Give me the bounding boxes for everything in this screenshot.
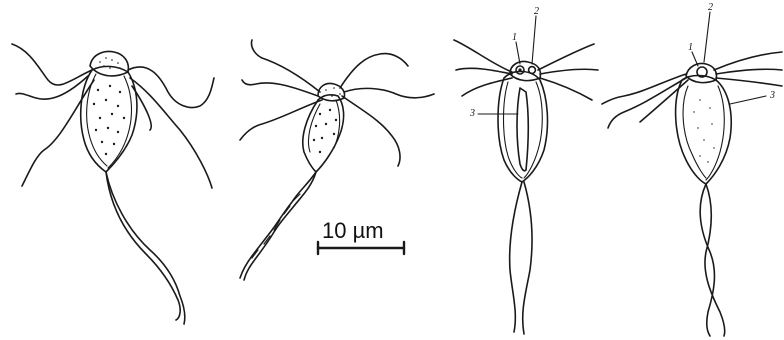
left-drawings: 10 µm	[0, 0, 448, 340]
scale-bar-label: 10 µm	[322, 218, 384, 243]
label-d-1: 1	[688, 42, 693, 53]
right-drawing-panel: 1 2 3	[448, 0, 784, 340]
scale-bar: 10 µm	[318, 218, 404, 254]
label-c-1: 1	[512, 32, 517, 43]
right-drawings: 1 2 3	[448, 0, 784, 340]
label-c-3: 3	[469, 108, 475, 119]
organism-c: 1 2 3	[454, 6, 598, 334]
label-d-3: 3	[769, 90, 775, 101]
label-c-2: 2	[534, 6, 539, 17]
body-stipple-d	[693, 99, 714, 162]
organism-a	[12, 44, 214, 324]
organism-d: 1 2 3	[602, 2, 782, 336]
left-drawing-panel: 10 µm	[0, 0, 448, 340]
label-d-2: 2	[708, 2, 713, 13]
body-dots-b	[313, 109, 337, 153]
body-dots-a	[93, 85, 125, 155]
